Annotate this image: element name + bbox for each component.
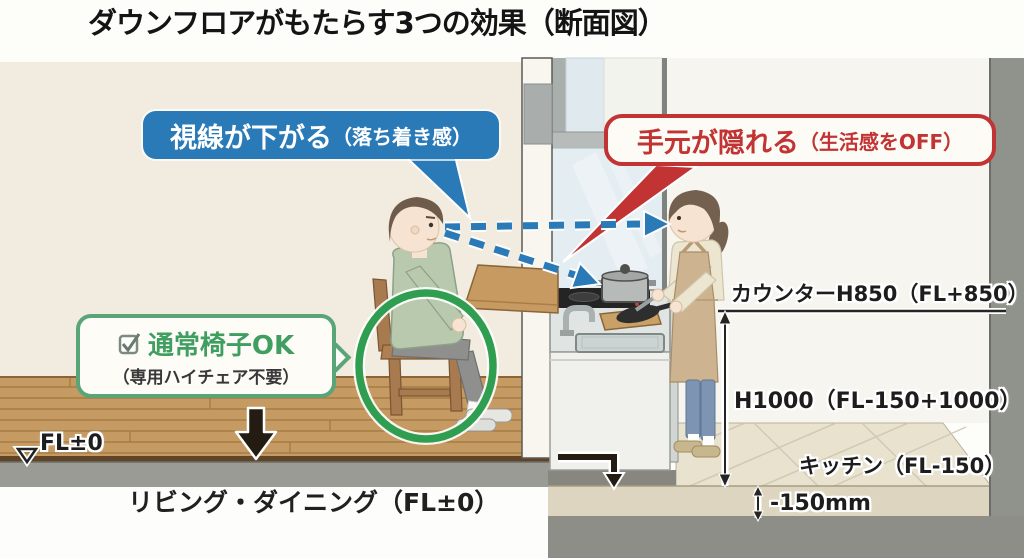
chair-callout-subtext: （専用ハイチェア不要）: [112, 367, 300, 388]
step-depth-label: -150mm: [770, 491, 871, 516]
gaze-arrow-far: [444, 209, 673, 239]
jeans: [700, 379, 716, 441]
hands-callout: 手元が隠れる（生活感をOFF）: [604, 114, 996, 166]
cooking-pot: [596, 264, 656, 303]
counter-front: [549, 351, 671, 471]
upper-cabinet: [552, 58, 566, 132]
down-arrow: [234, 406, 278, 461]
upper-window-pane: [565, 57, 605, 133]
hands-callout-subtext: （生活感をOFF）: [798, 129, 964, 154]
kitchen-tile-floor: [675, 422, 993, 487]
checkbox-icon: [118, 333, 141, 355]
floor-level-label: FL±0: [40, 431, 103, 456]
kitchen-sink: [575, 333, 665, 353]
faucet: [560, 305, 595, 336]
kitchen-floor-label: キッチン（FL-150）: [799, 454, 1006, 478]
counter-height-label: カウンターH850（FL+850）: [731, 282, 1024, 306]
step-dimension-arrow: [752, 484, 764, 523]
apron: [669, 251, 719, 383]
page-title: ダウンフロアがもたらす3つの効果（断面図）: [88, 6, 667, 40]
gaze-callout-subtext: （落ち着き感）: [332, 124, 472, 149]
gaze-callout-text: 視線が下がる: [170, 122, 332, 154]
slipper: [691, 445, 721, 458]
living-floor-label: リビング・ダイニング（FL±0）: [128, 488, 500, 517]
chair-callout-text: 通常椅子OK: [147, 330, 295, 361]
chair-callout: 通常椅子OK （専用ハイチェア不要）: [76, 314, 336, 398]
gaze-arrow-near: [443, 227, 603, 290]
highlight-circle: [353, 287, 499, 445]
level-marker-icon: [12, 446, 42, 468]
hands-callout-text: 手元が隠れる: [636, 127, 799, 159]
height-dimension-line: [718, 309, 732, 489]
built-in-table: [462, 264, 559, 314]
woman-figure: [634, 190, 729, 458]
hands-callout-pointer: [562, 163, 699, 263]
living-floor-slab: [0, 462, 552, 487]
below-grade: [0, 487, 548, 558]
kitchen-slab: [548, 486, 991, 516]
step-arrow: [558, 451, 626, 491]
gaze-callout: 視線が下がる（落ち着き感）: [143, 111, 499, 159]
base-ground: [548, 516, 1024, 558]
jeans: [685, 379, 701, 439]
wall-height-label: H1000（FL-150+1000）: [734, 389, 1022, 414]
